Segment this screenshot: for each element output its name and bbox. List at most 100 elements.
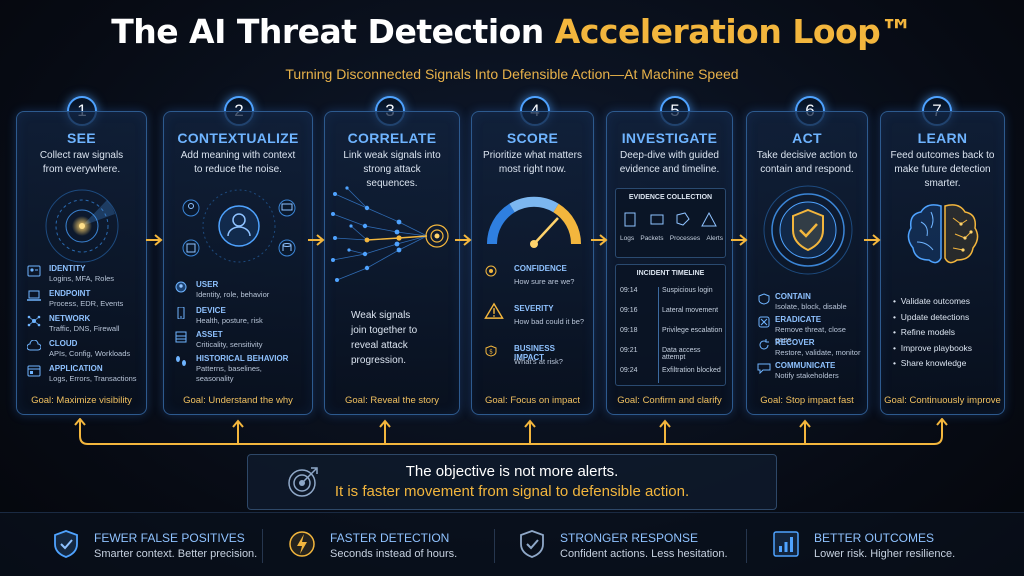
- packets-icon: [650, 214, 664, 225]
- logs-icon: [624, 212, 636, 227]
- learn-bullet: • Update detections: [893, 311, 970, 322]
- processes-icon: [676, 212, 690, 226]
- app-window-icon: [27, 365, 41, 377]
- signal-detail: Traffic, DNS, Firewall: [49, 324, 120, 333]
- signal-detail: Process, EDR, Events: [49, 299, 124, 308]
- page-title: The AI Threat Detection Acceleration Loo…: [0, 12, 1024, 51]
- score-label: CONFIDENCE: [514, 264, 567, 273]
- target-icon: [288, 467, 318, 497]
- learn-bullet: • Refine models: [893, 327, 956, 337]
- context-label: HISTORICAL BEHAVIOR: [196, 354, 289, 363]
- timeline-event: Exfiltration blocked: [662, 367, 721, 374]
- shield-check-icon: [763, 185, 853, 275]
- cloud-icon: [27, 340, 41, 351]
- stage-title: CORRELATE: [347, 130, 437, 146]
- contain-icon: [758, 293, 770, 305]
- title-accent: Acceleration Loop™: [554, 12, 914, 51]
- context-label: USER: [196, 280, 219, 289]
- stage-description: Feed outcomes back to make future detect…: [890, 150, 995, 189]
- timeline-event: Data access attempt: [662, 347, 701, 361]
- network-icon: [27, 315, 41, 327]
- objective-line-2: It is faster movement from signal to def…: [334, 483, 690, 500]
- context-detail: Patterns, baselines, seasonality: [196, 364, 262, 383]
- timeline-event: Suspicious login: [662, 287, 713, 294]
- benefits-bar: FEWER FALSE POSITIVES Smarter context. B…: [0, 512, 1024, 576]
- stage-description: Add meaning with context to reduce the n…: [180, 150, 296, 175]
- brain-icon: [907, 204, 979, 264]
- stage-goal: Goal: Understand the why: [183, 395, 293, 406]
- score-detail: What's at risk?: [514, 357, 563, 366]
- divider: [262, 529, 263, 563]
- score-detail: How sure are we?: [514, 277, 575, 286]
- footprints-icon: [176, 356, 186, 366]
- learn-bullet: • Improve playbooks: [893, 342, 973, 353]
- evidence-item: Alerts: [706, 235, 723, 242]
- evidence-item: Processes: [669, 235, 701, 242]
- stage-description: Link weak signals into strong attack seq…: [343, 150, 441, 189]
- stage-goal: Goal: Maximize visibility: [31, 395, 132, 406]
- stage-title: SCORE: [506, 130, 559, 146]
- evidence-collection-panel: EVIDENCE COLLECTION Logs Packets Process…: [615, 188, 726, 258]
- objective-line-1: The objective is not more alerts.: [405, 463, 619, 480]
- benefit-description: Confident actions. Less hesitation.: [560, 548, 728, 560]
- act-detail: Restore, validate, monitor: [775, 348, 861, 357]
- flow-arrow-icon: [591, 234, 608, 246]
- alerts-icon: [701, 211, 717, 227]
- stage-title: INVESTIGATE: [621, 130, 718, 146]
- stage-goal: Goal: Continuously improve: [884, 395, 1001, 406]
- title-main: The AI Threat Detection: [111, 12, 555, 51]
- act-label: COMMUNICATE: [775, 361, 836, 370]
- risk-gauge-icon: [486, 196, 582, 248]
- divider: [746, 529, 747, 563]
- stage-title: SEE: [67, 130, 96, 146]
- learn-bullets: • Validate outcomes • Update detections …: [893, 294, 972, 372]
- signal-detail: Logins, MFA, Roles: [49, 274, 115, 283]
- shield-check-icon: [54, 530, 78, 558]
- act-label: CONTAIN: [775, 292, 811, 301]
- timeline-event: Lateral movement: [662, 307, 719, 314]
- signal-label: CLOUD: [49, 339, 78, 348]
- stage-description: Take decisive action to contain and resp…: [756, 150, 858, 175]
- context-detail: Health, posture, risk: [196, 316, 263, 325]
- stage-goal: Goal: Stop impact fast: [760, 395, 854, 406]
- svg-text:$: $: [489, 349, 493, 356]
- recover-icon: [759, 339, 769, 350]
- objective-statement: The objective is not more alerts. It is …: [247, 454, 777, 510]
- flow-arrow-icon: [731, 234, 748, 246]
- divider: [494, 529, 495, 563]
- signal-label: APPLICATION: [49, 364, 103, 373]
- timeline-time: 09:18: [620, 327, 638, 334]
- timeline-row: 09:16 Lateral movement: [620, 307, 724, 314]
- learn-bullet: • Validate outcomes: [893, 296, 971, 306]
- stage-card-learn: LEARN Feed outcomes back to make future …: [880, 111, 1005, 415]
- stage-description: Deep-dive with guided evidence and timel…: [619, 150, 720, 175]
- radar-icon: [45, 189, 119, 263]
- timeline-time: 09:16: [620, 307, 638, 314]
- stage-card-investigate: INVESTIGATE Deep-dive with guided eviden…: [606, 111, 733, 415]
- shield-dollar-icon: $: [485, 345, 497, 357]
- act-label: RECOVER: [775, 338, 815, 347]
- signal-detail: Logs, Errors, Transactions: [49, 374, 137, 383]
- benefit-title: FASTER DETECTION: [330, 531, 450, 545]
- laptop-icon: [27, 290, 41, 301]
- benefit-description: Lower risk. Higher resilience.: [814, 548, 956, 560]
- act-detail: Isolate, block, disable: [775, 302, 847, 311]
- flow-arrow-icon: [864, 234, 881, 246]
- target-icon: [485, 265, 497, 277]
- eradicate-icon: [758, 316, 770, 328]
- context-detail: Criticality, sensitivity: [196, 340, 263, 349]
- act-detail: Notify stakeholders: [775, 371, 839, 380]
- timeline-line: [658, 287, 659, 383]
- warning-icon: [484, 302, 504, 319]
- act-detail: Remove threat, close gaps: [775, 325, 846, 344]
- stage-card-contextualize: CONTEXTUALIZE Add meaning with context t…: [163, 111, 313, 415]
- benefit-title: FEWER FALSE POSITIVES: [94, 531, 245, 545]
- bar-chart-icon: [773, 531, 799, 557]
- stage-card-correlate: CORRELATE Link weak signals into strong …: [324, 111, 460, 415]
- lightning-icon: [289, 531, 315, 557]
- benefit-description: Seconds instead of hours.: [330, 548, 458, 560]
